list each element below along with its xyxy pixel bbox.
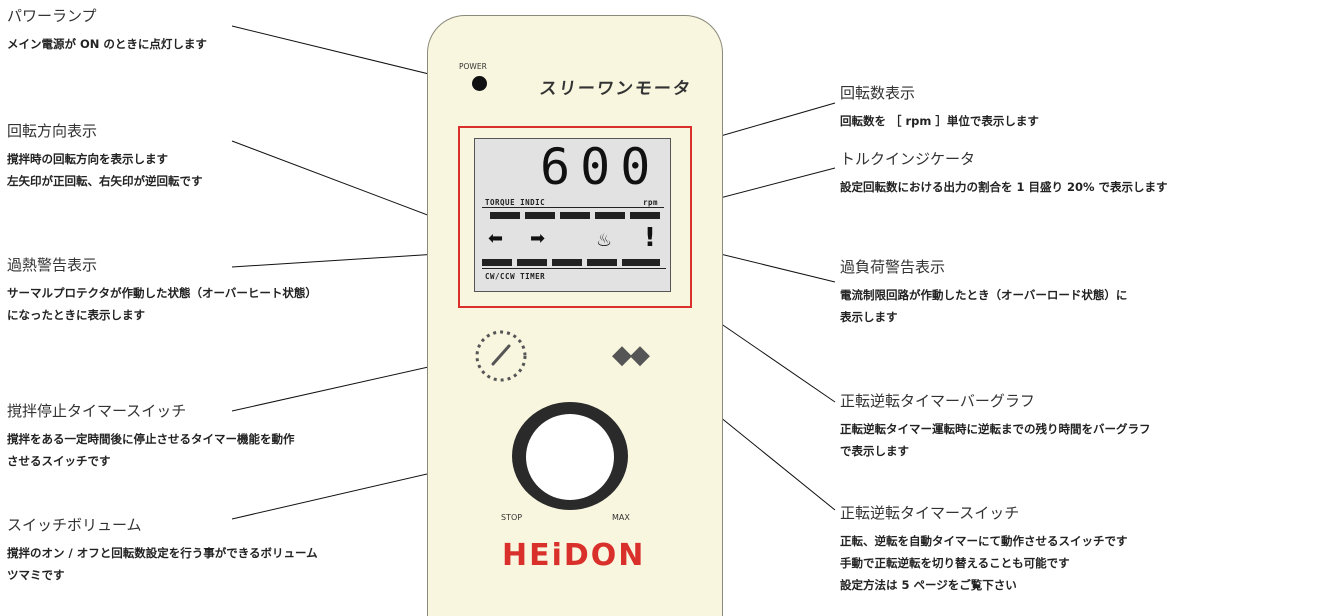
callout-torque-indicator: トルクインジケータ 設定回転数における出力の割合を 1 目盛り 20% で表示し…: [840, 150, 1168, 198]
max-label: MAX: [612, 513, 630, 522]
callout-rotation-direction: 回転方向表示 撹拌時の回転方向を表示します 左矢印が正回転、右矢印が逆回転です: [7, 122, 203, 192]
callout-desc: メイン電源が ON のときに点灯します: [7, 37, 207, 51]
callout-rpm-display: 回転数表示 回転数を ［ rpm ］単位で表示します: [840, 84, 1039, 132]
timer-bar-1: [482, 259, 512, 266]
callout-desc: 正転逆転タイマー運転時に逆転までの残り時間をバーグラフ: [840, 422, 1151, 436]
callout-desc: 撹拌時の回転方向を表示します: [7, 152, 168, 166]
brand-name: スリーワンモータ: [538, 79, 694, 99]
callout-timer-bargraph: 正転逆転タイマーバーグラフ 正転逆転タイマー運転時に逆転までの残り時間をバーグラ…: [840, 392, 1151, 462]
callout-title: 過負荷警告表示: [840, 258, 946, 276]
callout-title: パワーランプ: [7, 7, 97, 25]
callout-overload-warning: 過負荷警告表示 電流制限回路が作動したとき（オーバーロード状態）に 表示します: [840, 258, 1127, 328]
callout-desc: 撹拌をある一定時間後に停止させるタイマー機能を動作: [7, 432, 295, 446]
callout-title: スイッチボリューム: [7, 516, 142, 534]
timer-bar-2: [517, 259, 547, 266]
callout-title: 撹拌停止タイマースイッチ: [7, 402, 187, 420]
timer-bracket: [482, 268, 666, 269]
power-label: POWER: [459, 62, 487, 71]
overload-warning-icon: !: [644, 223, 656, 253]
power-lamp: [472, 76, 487, 91]
timer-bar-4: [587, 259, 617, 266]
torque-bar-4: [595, 212, 625, 219]
torque-bar-5: [630, 212, 660, 219]
callout-title: 回転数表示: [840, 84, 916, 102]
torque-bar-1: [490, 212, 520, 219]
callout-desc: 撹拌のオン / オフと回転数設定を行う事ができるボリューム: [7, 546, 318, 560]
torque-bracket: [482, 207, 664, 208]
stop-timer-button[interactable]: [473, 328, 529, 384]
callout-desc: させるスイッチです: [7, 454, 111, 468]
callout-overheat-warning: 過熱警告表示 サーマルプロテクタが作動した状態（オーバーヒート状態） になったと…: [7, 256, 317, 326]
callout-desc: 左矢印が正回転、右矢印が逆回転です: [7, 174, 203, 188]
callout-title: トルクインジケータ: [840, 150, 976, 168]
rpm-unit: rpm: [643, 198, 659, 207]
heidon-logo: HEiDON: [502, 538, 646, 573]
control-panel: [427, 15, 723, 616]
volume-knob-face: [526, 414, 614, 500]
callout-title: 回転方向表示: [7, 122, 98, 140]
callout-desc: ツマミです: [7, 568, 65, 582]
callout-desc: サーマルプロテクタが作動した状態（オーバーヒート状態）: [7, 286, 317, 300]
callout-desc: で表示します: [840, 444, 909, 458]
callout-desc: 手動で正転逆転を切り替えることも可能です: [840, 556, 1070, 570]
callout-switch-volume: スイッチボリューム 撹拌のオン / オフと回転数設定を行う事ができるボリューム …: [7, 516, 318, 586]
torque-bar-2: [525, 212, 555, 219]
callout-stop-timer-switch: 撹拌停止タイマースイッチ 撹拌をある一定時間後に停止させるタイマー機能を動作 さ…: [7, 402, 295, 472]
timer-bar-3: [552, 259, 582, 266]
timer-bar-5: [622, 259, 660, 266]
callout-desc: 設定方法は 5 ページをご覧下さい: [840, 578, 1017, 592]
callout-desc: 電流制限回路が作動したとき（オーバーロード状態）に: [840, 288, 1128, 302]
callout-desc: 表示します: [840, 310, 898, 324]
callout-power-lamp: パワーランプ メイン電源が ON のときに点灯します: [7, 7, 207, 55]
torque-bar-3: [560, 212, 590, 219]
cw-ccw-timer-button[interactable]: ◆◆: [612, 340, 650, 370]
stop-label: STOP: [501, 513, 523, 522]
callout-desc: 正転、逆転を自動タイマーにて動作させるスイッチです: [840, 534, 1128, 548]
arrow-right-icon: ➡: [530, 228, 546, 249]
callout-desc: 設定回転数における出力の割合を 1 目盛り 20% で表示します: [840, 180, 1168, 194]
callout-title: 正転逆転タイマーバーグラフ: [840, 392, 1035, 410]
callout-desc: になったときに表示します: [7, 308, 145, 322]
timer-label: CW/CCW TIMER: [485, 272, 546, 281]
overheat-icon: ♨: [596, 230, 613, 251]
torque-label: TORQUE INDIC: [485, 198, 546, 207]
callout-desc: 回転数を ［ rpm ］単位で表示します: [840, 114, 1039, 128]
callout-timer-switch: 正転逆転タイマースイッチ 正転、逆転を自動タイマーにて動作させるスイッチです 手…: [840, 504, 1128, 596]
rpm-value: 600: [540, 138, 661, 196]
callout-title: 過熱警告表示: [7, 256, 98, 274]
callout-title: 正転逆転タイマースイッチ: [840, 504, 1020, 522]
arrow-left-icon: ⬅: [488, 228, 504, 249]
